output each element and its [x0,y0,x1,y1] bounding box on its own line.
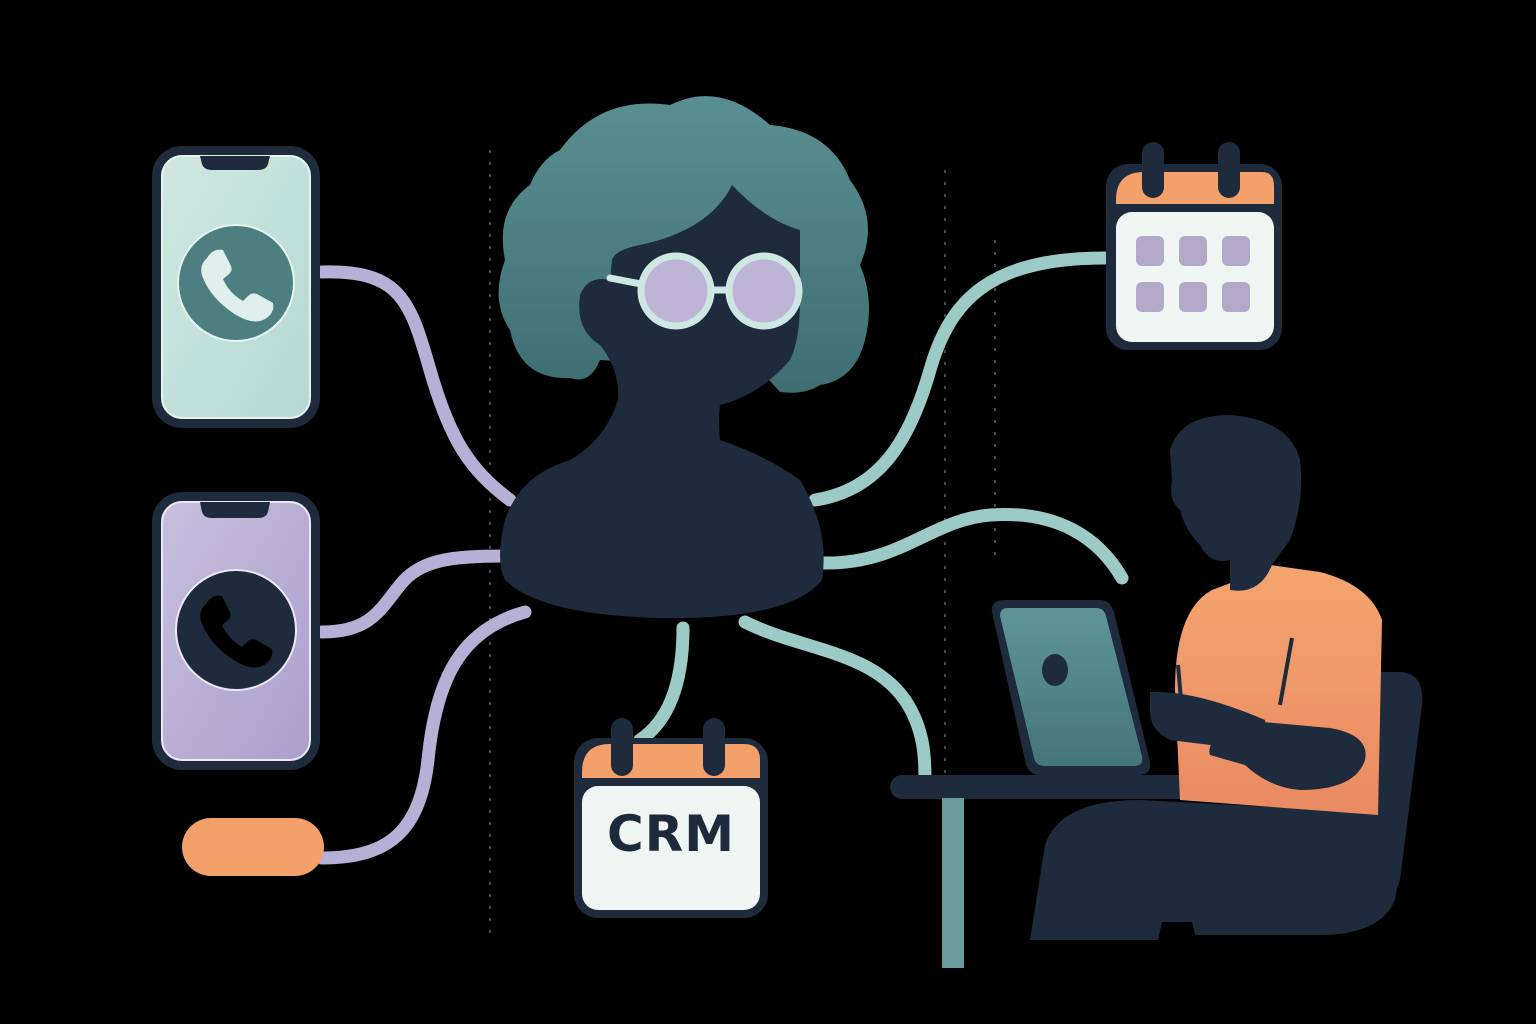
calendar-icon [1106,142,1282,350]
crm-label: CRM [607,805,735,863]
mint-connectors [633,251,1129,787]
worker-arm-front [1209,720,1366,790]
orange-pill [182,818,324,876]
desk [890,775,1250,968]
center-person [498,96,869,619]
worker-head [1170,415,1302,591]
phone-icon [200,595,273,668]
phone-icon [201,249,274,322]
glasses-icon [606,252,803,330]
phone-lavender [152,492,320,770]
worker-legs [1030,800,1400,940]
phone-icon-circle [177,224,295,342]
phone-mint [152,146,320,428]
crm-calendar [574,718,768,918]
calendar-grid [1136,236,1250,312]
worker [1030,415,1400,940]
dotted-guides [489,150,996,970]
laptop-logo [1042,654,1068,686]
laptop-icon [991,600,1151,775]
lavender-connectors [315,265,532,865]
